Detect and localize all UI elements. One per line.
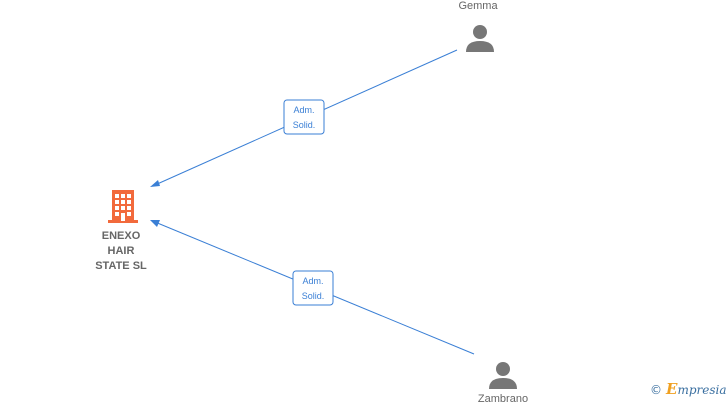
person-name-bottom[interactable]: Zambrano bbox=[477, 393, 529, 405]
building-icon[interactable] bbox=[108, 190, 138, 223]
person-icon[interactable] bbox=[466, 25, 494, 52]
arrowhead-top bbox=[150, 180, 160, 187]
edge-label-bottom-line1: Adm. bbox=[302, 276, 323, 286]
arrowhead-bottom bbox=[150, 220, 160, 227]
edge-bottom: Adm. Solid. bbox=[150, 220, 475, 355]
person-icon[interactable] bbox=[489, 362, 517, 389]
edge-label-top-line2: Solid. bbox=[293, 120, 316, 130]
company-name-line3: STATE SL bbox=[95, 260, 147, 272]
edge-label-box-bottom[interactable] bbox=[292, 270, 334, 306]
company-name-line1: ENEXO bbox=[101, 230, 141, 242]
brand-initial: E bbox=[666, 380, 678, 398]
edge-label-box-top[interactable] bbox=[283, 99, 325, 135]
brand-name: mpresia bbox=[677, 383, 727, 397]
empresia-watermark: © Empresia bbox=[650, 380, 727, 398]
edge-label-top-line1: Adm. bbox=[293, 105, 314, 115]
company-name[interactable]: ENEXO HAIR STATE SL bbox=[86, 229, 156, 274]
edge-top: Adm. Solid. bbox=[150, 49, 458, 187]
edge-label-bottom-line2: Solid. bbox=[302, 291, 325, 301]
copyright-symbol: © bbox=[650, 383, 662, 397]
company-name-line2: HAIR bbox=[107, 245, 135, 257]
person-name-top[interactable]: Gemma bbox=[458, 0, 498, 12]
